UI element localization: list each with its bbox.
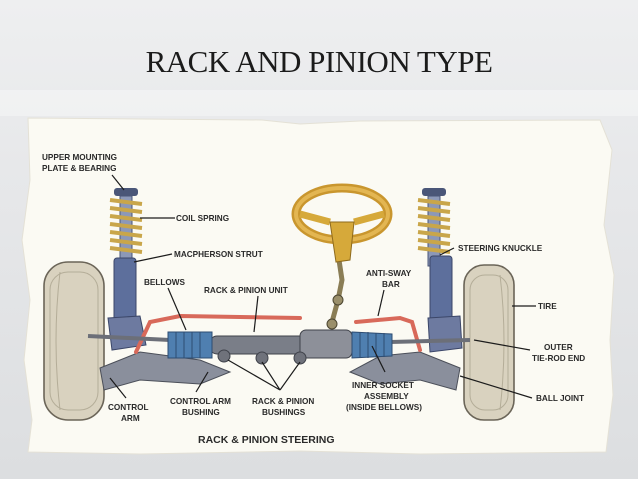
- steering-wheel: [291, 183, 393, 263]
- label-control: CONTROL: [108, 403, 148, 412]
- left-tire: [43, 261, 105, 421]
- rack-housing: [209, 329, 357, 365]
- label-bushing: BUSHING: [182, 408, 220, 417]
- label-assembly: ASSEMBLY: [364, 392, 409, 401]
- label-plate-bearing: PLATE & BEARING: [42, 164, 116, 173]
- right-strut: [417, 188, 463, 353]
- right-control-arm: [348, 351, 461, 391]
- label-tie-rod-end: TIE-ROD END: [532, 354, 585, 363]
- label-anti-sway-bar: BAR: [382, 280, 400, 289]
- label-rack-pinion-unit: RACK & PINION UNIT: [204, 286, 288, 295]
- right-bellows: [351, 331, 393, 359]
- diagram-caption: RACK & PINION STEERING: [198, 434, 335, 446]
- leader-lines: [109, 174, 536, 399]
- label-steering-knuckle: STEERING KNUCKLE: [458, 244, 543, 253]
- label-macpherson-strut: MACPHERSON STRUT: [174, 250, 263, 259]
- label-outer: OUTER: [544, 343, 573, 352]
- label-inner-socket: INNER SOCKET: [352, 381, 414, 390]
- left-bellows: [167, 331, 213, 359]
- label-control-arm: CONTROL ARM: [170, 397, 231, 406]
- label-tire: TIRE: [538, 302, 557, 311]
- label-anti-sway: ANTI-SWAY: [366, 269, 412, 278]
- left-tie-rod: [87, 334, 171, 342]
- label-coil-spring: COIL SPRING: [176, 214, 229, 223]
- label-bellows: BELLOWS: [144, 278, 185, 287]
- background-band: [0, 90, 638, 116]
- slide-title: RACK AND PINION TYPE: [145, 44, 493, 79]
- label-rack-pinion: RACK & PINION: [252, 397, 314, 406]
- label-arm: ARM: [121, 414, 140, 423]
- left-control-arm: [99, 351, 232, 391]
- right-tie-rod: [389, 338, 471, 344]
- label-inside-bellows: (INSIDE BELLOWS): [346, 403, 422, 412]
- label-bushings: BUSHINGS: [262, 408, 306, 417]
- left-strut: [107, 188, 147, 351]
- label-ball-joint: BALL JOINT: [536, 394, 584, 403]
- label-upper-mounting: UPPER MOUNTING: [42, 153, 117, 162]
